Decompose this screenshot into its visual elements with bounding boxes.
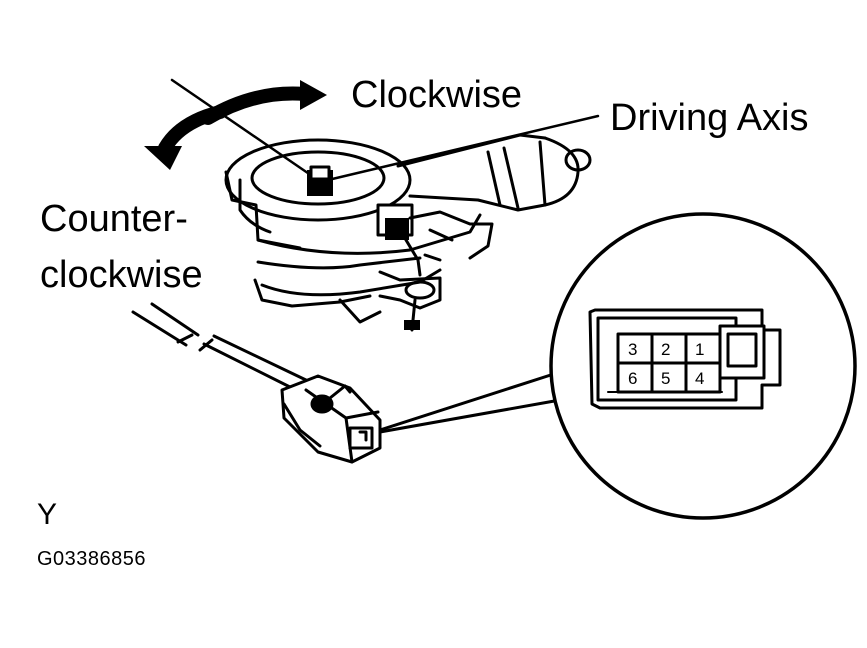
- connector-callout: [378, 212, 857, 520]
- connector-plug: [280, 374, 382, 464]
- pin-label: 6: [628, 369, 637, 388]
- wire-harness: [131, 302, 308, 394]
- pin-label: 1: [695, 340, 704, 359]
- pin-label: 3: [628, 340, 637, 359]
- clockwise-label: Clockwise: [351, 74, 523, 116]
- counter-leader-line: [170, 78, 320, 182]
- counterclockwise-label-line1: Counter-: [40, 198, 188, 240]
- figure-code-label: G03386856: [37, 548, 147, 570]
- counterclockwise-label-line2: clockwise: [40, 254, 203, 296]
- pin-label: 4: [695, 369, 704, 388]
- counterclockwise-arrow: [144, 105, 227, 170]
- motor-body: [224, 133, 592, 332]
- pin-label: 2: [661, 340, 670, 359]
- pin-label: 5: [661, 369, 670, 388]
- view-letter-label: Y: [37, 498, 58, 531]
- driving-axis-label: Driving Axis: [610, 97, 809, 139]
- connector-pin-labels: 3 2 1 6 5 4: [628, 340, 704, 388]
